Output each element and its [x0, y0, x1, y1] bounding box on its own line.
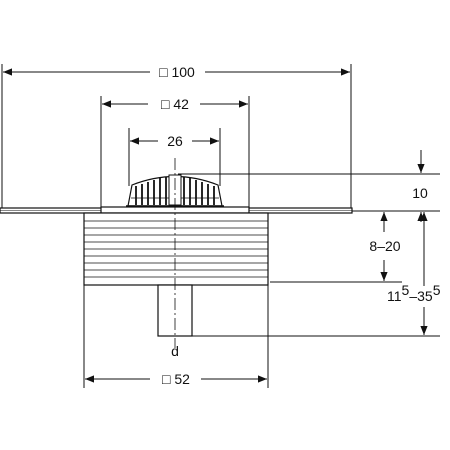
dim-grate-diameter-label: 26 [167, 133, 183, 149]
pipe-diameter-label: d [171, 343, 179, 359]
dim-body-width-label: □ 52 [162, 371, 190, 387]
dim-grate-height-label: 10 [412, 185, 428, 201]
dim-total-height-label: 115–355 [387, 282, 441, 304]
height-extension-lines [178, 173, 440, 337]
dim-outer-width-label: □ 100 [159, 64, 195, 80]
extension-lines [1, 64, 352, 388]
dim-insulation-range-label: 8–20 [369, 238, 400, 254]
dim-flange-width-label: □ 42 [161, 96, 189, 112]
drain-body [83, 212, 269, 286]
